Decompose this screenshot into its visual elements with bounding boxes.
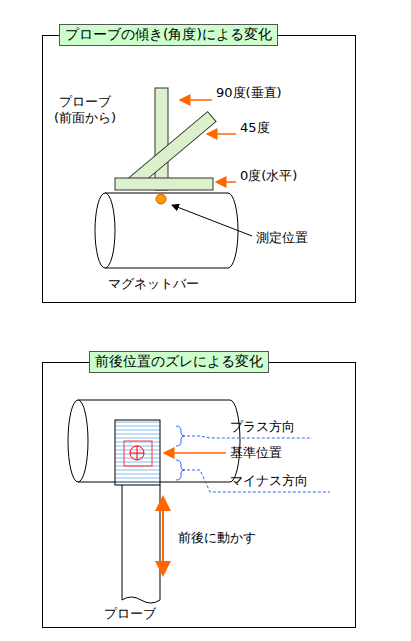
leader-0 [216,181,236,183]
label: 前後に動かす [178,530,256,546]
leader-base [164,452,226,454]
magnet-bar [95,193,238,268]
leader-45 [207,133,236,135]
braces [176,426,330,492]
label: プローブ (前面から) [42,94,128,125]
measure-point [156,194,166,204]
panel: プローブの傾き(角度)による変化 [42,35,356,303]
leader-90 [180,99,212,101]
label: 45度 [240,120,270,136]
label: マイナス方向 [230,473,308,489]
label: プローブ [104,606,156,622]
probe-90 [155,88,168,190]
panel-title: プローブの傾き(角度)による変化 [59,24,278,46]
panel: 前後位置のズレによる変化 [42,362,356,628]
probe-0 [115,178,213,190]
probe-stem [115,420,160,603]
probe-45 [128,112,216,189]
panel-title: 前後位置のズレによる変化 [89,351,269,373]
label: 90度(垂直) [216,85,282,101]
label: マグネットバー [108,276,199,292]
move-arrow [162,497,164,575]
leader-measure [172,205,252,236]
label: 基準位置 [230,445,282,461]
label: 測定位置 [256,230,308,246]
label: プラス方向 [230,419,295,435]
label: 0度(水平) [240,168,297,184]
